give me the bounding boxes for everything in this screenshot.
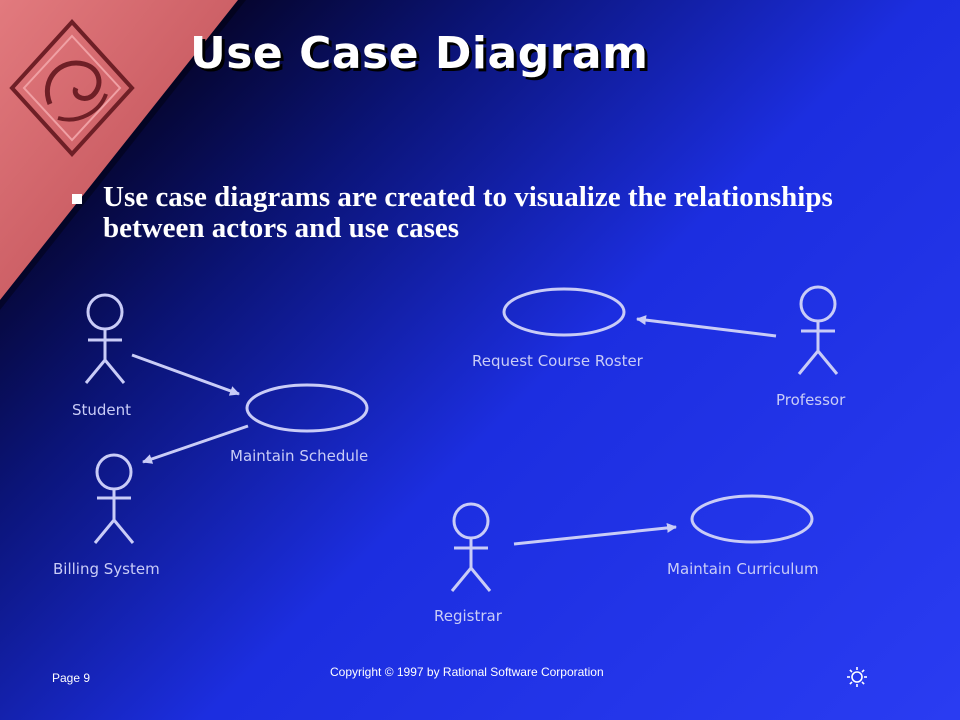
slide-title: Use Case Diagram (190, 28, 649, 79)
actor-label-student: Student (72, 401, 131, 419)
actor-head (799, 285, 837, 323)
use-case-label-request-course-roster: Request Course Roster (472, 352, 644, 370)
actor-billing-system (93, 453, 135, 544)
sun-icon (847, 667, 867, 687)
association-student-maintain-schedule (131, 353, 240, 396)
use-case-label-maintain-schedule: Maintain Schedule (230, 447, 368, 465)
use-case-label-maintain-curriculum: Maintain Curriculum (667, 560, 819, 578)
page-number: Page 9 (52, 671, 91, 685)
association-registrar-maintain-curriculum (513, 522, 677, 546)
actor-label-billing-system: Billing System (53, 560, 160, 578)
actor-head (95, 453, 133, 491)
diamond-logo-icon (9, 19, 135, 157)
use-case-request-course-roster (502, 287, 626, 337)
actor-head (452, 502, 490, 540)
association-professor-request-roster (636, 315, 777, 338)
actor-professor (797, 285, 839, 375)
use-case-maintain-curriculum (690, 494, 814, 544)
bullet-marker (72, 194, 82, 204)
actor-student (84, 293, 126, 384)
actor-registrar (450, 502, 492, 592)
use-case-maintain-schedule (245, 383, 369, 433)
actor-label-professor: Professor (776, 391, 846, 409)
copyright-notice: Copyright © 1997 by Rational Software Co… (330, 665, 604, 679)
actor-label-registrar: Registrar (434, 607, 503, 625)
actor-head (86, 293, 124, 331)
bullet-text: Use case diagrams are created to visuali… (103, 181, 833, 244)
association-maintain-schedule-billing (142, 424, 249, 464)
